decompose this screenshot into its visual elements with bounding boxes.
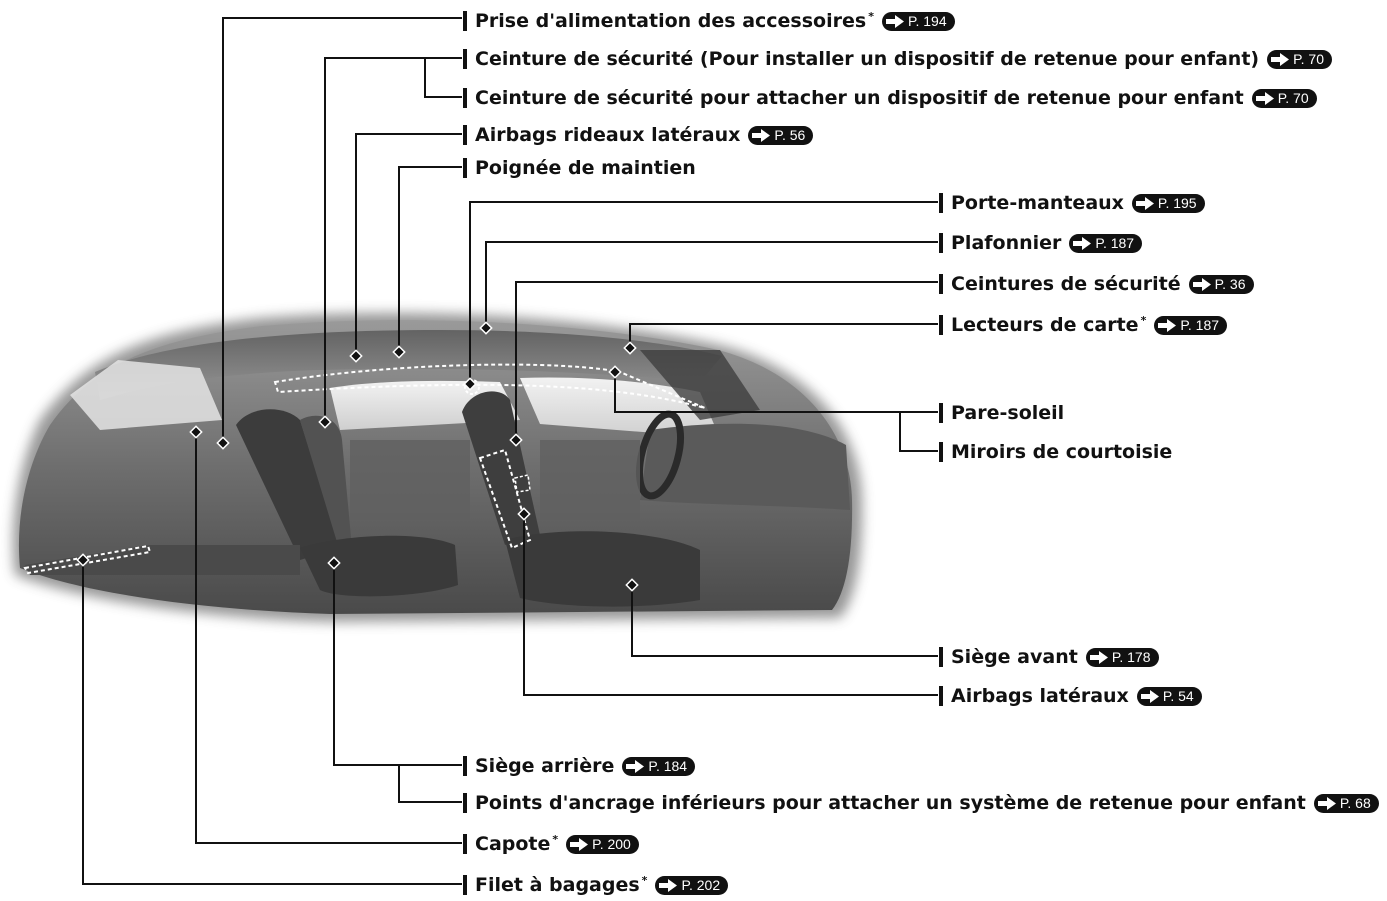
- callout-label: Porte-manteaux: [951, 192, 1124, 214]
- callout-bar: [939, 274, 943, 294]
- page-ref-text: P. 187: [1180, 317, 1219, 333]
- page-ref-link[interactable]: P. 54: [1137, 687, 1202, 706]
- callout-label: Plafonnier: [951, 232, 1061, 254]
- page-ref-link[interactable]: P. 56: [748, 126, 813, 145]
- page-ref-text: P. 70: [1293, 51, 1324, 67]
- page-ref-link[interactable]: P. 194: [882, 12, 955, 31]
- page-ref-link[interactable]: P. 184: [622, 757, 695, 776]
- callout-bar: [463, 49, 467, 69]
- page-ref-link[interactable]: P. 70: [1252, 89, 1317, 108]
- callout: Capote* P. 200: [463, 832, 639, 856]
- callout-bar: [939, 315, 943, 335]
- callout: Porte-manteaux P. 195: [939, 191, 1205, 215]
- callout-label: Points d'ancrage inférieurs pour attache…: [475, 792, 1306, 814]
- callout-label: Airbags latéraux: [951, 685, 1129, 707]
- arrow-right-icon: [625, 760, 645, 773]
- arrow-right-icon: [1072, 237, 1092, 250]
- callout: Ceintures de sécurité P. 36: [939, 272, 1254, 296]
- page-ref-text: P. 56: [774, 127, 805, 143]
- callout: Points d'ancrage inférieurs pour attache…: [463, 791, 1379, 815]
- page-ref-text: P. 187: [1095, 235, 1134, 251]
- callout-bar: [463, 793, 467, 813]
- callout-bar: [463, 834, 467, 854]
- page-ref-link[interactable]: P. 178: [1086, 648, 1159, 667]
- callout-bar: [463, 756, 467, 776]
- footnote-star: *: [642, 874, 648, 887]
- arrow-right-icon: [1135, 197, 1155, 210]
- arrow-right-icon: [1270, 53, 1290, 66]
- callout-label: Lecteurs de carte: [951, 314, 1139, 336]
- footnote-star: *: [1141, 314, 1147, 327]
- callout-bar: [463, 875, 467, 895]
- page-ref-text: P. 36: [1215, 276, 1246, 292]
- callout: Siège avant P. 178: [939, 645, 1159, 669]
- callout: Siège arrière P. 184: [463, 754, 695, 778]
- callout-bar: [463, 158, 467, 178]
- callout-label: Miroirs de courtoisie: [951, 441, 1172, 463]
- callout: Lecteurs de carte* P. 187: [939, 313, 1227, 337]
- page-ref-link[interactable]: P. 70: [1267, 50, 1332, 69]
- callout-bar: [939, 686, 943, 706]
- callout: Ceinture de sécurité (Pour installer un …: [463, 47, 1332, 71]
- callout-label: Ceintures de sécurité: [951, 273, 1181, 295]
- callout-label: Siège avant: [951, 646, 1078, 668]
- arrow-right-icon: [885, 15, 905, 28]
- footnote-star: *: [552, 833, 558, 846]
- callout-label: Airbags rideaux latéraux: [475, 124, 740, 146]
- callout: Poignée de maintien: [463, 156, 696, 180]
- callout-bar: [463, 88, 467, 108]
- page-ref-text: P. 54: [1163, 688, 1194, 704]
- arrow-right-icon: [1255, 92, 1275, 105]
- callout: Prise d'alimentation des accessoires* P.…: [463, 9, 955, 33]
- page-ref-link[interactable]: P. 202: [655, 876, 728, 895]
- page-ref-text: P. 68: [1340, 795, 1371, 811]
- callout: Plafonnier P. 187: [939, 231, 1142, 255]
- page-ref-text: P. 200: [592, 836, 631, 852]
- arrow-right-icon: [569, 838, 589, 851]
- callout-bar: [463, 11, 467, 31]
- callout-label: Pare-soleil: [951, 402, 1064, 424]
- page-ref-text: P. 178: [1112, 649, 1151, 665]
- callout: Pare-soleil: [939, 401, 1064, 425]
- page-ref-text: P. 70: [1278, 90, 1309, 106]
- arrow-right-icon: [658, 879, 678, 892]
- callout: Filet à bagages* P. 202: [463, 873, 728, 897]
- page-ref-text: P. 194: [908, 13, 947, 29]
- callout-label: Poignée de maintien: [475, 157, 696, 179]
- arrow-right-icon: [1089, 651, 1109, 664]
- page-ref-text: P. 195: [1158, 195, 1197, 211]
- callout-bar: [939, 233, 943, 253]
- callout-label: Ceinture de sécurité pour attacher un di…: [475, 87, 1244, 109]
- page-ref-link[interactable]: P. 187: [1069, 234, 1142, 253]
- callout-bar: [463, 125, 467, 145]
- callout: Ceinture de sécurité pour attacher un di…: [463, 86, 1317, 110]
- callout-bar: [939, 403, 943, 423]
- page-ref-link[interactable]: P. 187: [1154, 316, 1227, 335]
- arrow-right-icon: [1140, 690, 1160, 703]
- footnote-star: *: [868, 10, 874, 23]
- arrow-right-icon: [751, 129, 771, 142]
- callout-label: Capote: [475, 833, 550, 855]
- page-ref-link[interactable]: P. 195: [1132, 194, 1205, 213]
- callout: Airbags latéraux P. 54: [939, 684, 1202, 708]
- page-ref-link[interactable]: P. 68: [1314, 794, 1379, 813]
- callout-label: Ceinture de sécurité (Pour installer un …: [475, 48, 1259, 70]
- arrow-right-icon: [1192, 278, 1212, 291]
- callout-bar: [939, 647, 943, 667]
- page-ref-link[interactable]: P. 36: [1189, 275, 1254, 294]
- callout-label: Prise d'alimentation des accessoires: [475, 10, 866, 32]
- arrow-right-icon: [1157, 319, 1177, 332]
- callout: Miroirs de courtoisie: [939, 440, 1172, 464]
- callout: Airbags rideaux latéraux P. 56: [463, 123, 813, 147]
- callout-bar: [939, 442, 943, 462]
- callout-label: Siège arrière: [475, 755, 614, 777]
- arrow-right-icon: [1317, 797, 1337, 810]
- page-ref-text: P. 184: [648, 758, 687, 774]
- callout-bar: [939, 193, 943, 213]
- page-ref-link[interactable]: P. 200: [566, 835, 639, 854]
- callout-label: Filet à bagages: [475, 874, 640, 896]
- page-ref-text: P. 202: [681, 877, 720, 893]
